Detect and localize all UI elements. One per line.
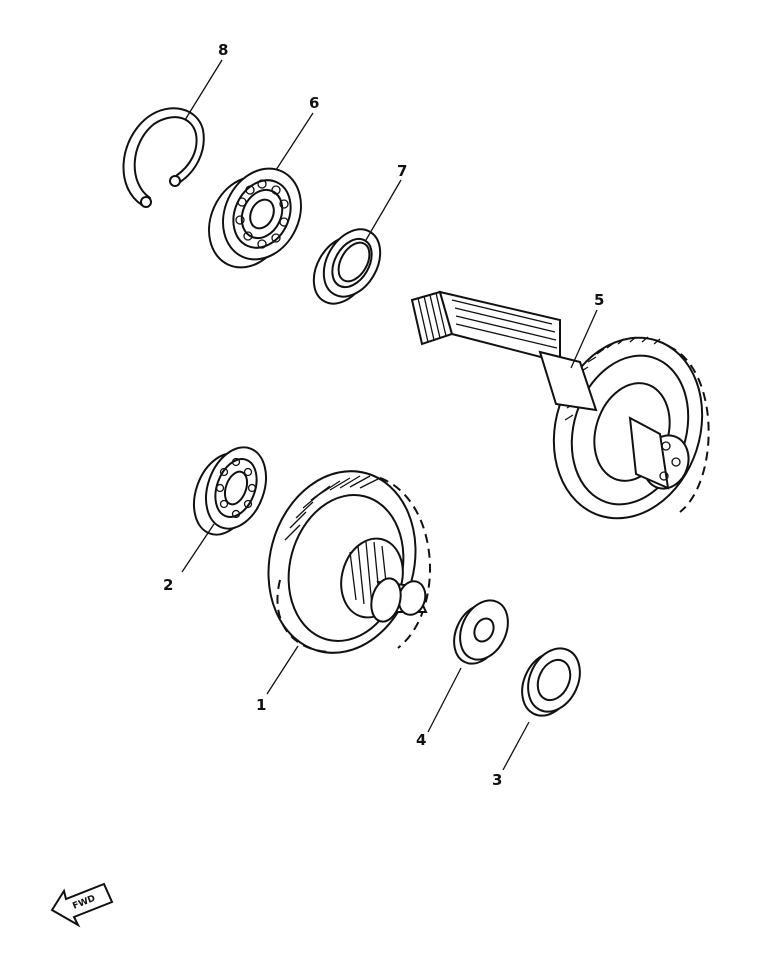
callout-2: 2	[163, 576, 173, 594]
oil-seal-part	[312, 228, 382, 305]
circlip-part	[122, 107, 205, 208]
drive-gear-part	[267, 470, 431, 654]
fwd-arrow-icon: FWD	[50, 882, 114, 928]
callout-5: 5	[594, 291, 604, 309]
bearing-small-part	[193, 446, 267, 536]
washer-inner-part	[453, 599, 509, 665]
callout-7: 7	[397, 162, 407, 180]
bearing-large-part	[208, 167, 302, 269]
callout-3: 3	[492, 771, 502, 789]
callout-1: 1	[256, 696, 266, 714]
callout-6: 6	[309, 94, 319, 112]
main-shaft-gear-part	[410, 290, 710, 520]
callout-4: 4	[416, 731, 426, 749]
callout-8: 8	[218, 41, 228, 59]
washer-outer-part	[521, 647, 581, 717]
leader-lines	[181, 59, 598, 771]
